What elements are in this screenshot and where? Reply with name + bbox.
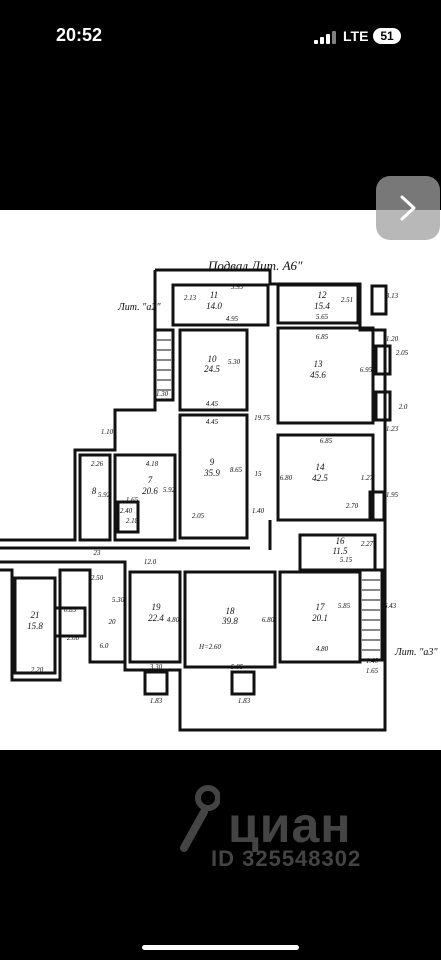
room-num: 13 (314, 359, 324, 369)
status-time: 20:52 (56, 25, 103, 45)
dimension-label: 2.08 (67, 634, 80, 642)
battery-indicator: 51 (373, 28, 401, 44)
dimension-label: 4.95 (226, 315, 239, 323)
dimension-label: 6.43 (384, 602, 397, 610)
room-area: 22.4 (148, 613, 164, 623)
dimension-label: 3.13 (385, 292, 399, 300)
dimension-label: 2.20 (31, 666, 44, 674)
dimension-label: 5.93 (231, 283, 244, 291)
plan-title: Подвал Лит. А6" (207, 258, 303, 273)
room-num: 19 (152, 602, 162, 612)
room-area: 35.9 (203, 468, 220, 478)
dimension-label: 0.83 (64, 606, 77, 614)
dimension-label: 5.30 (228, 358, 241, 366)
dimension-label: 5.92 (98, 491, 111, 499)
dimension-label: 1.83 (238, 697, 251, 705)
room-num: 9 (210, 457, 215, 467)
room-area: 11.5 (332, 546, 348, 556)
room-num: 12 (318, 290, 328, 300)
dimension-label: 6.85 (316, 333, 329, 341)
signal-bars-icon (314, 30, 336, 44)
dimension-label: 4.45 (206, 400, 219, 408)
dimension-label: 2.50 (91, 574, 104, 582)
dimension-label: 1.27 (361, 474, 374, 482)
dimension-label: 19.75 (254, 414, 270, 422)
dimension-label: 1.30 (156, 390, 169, 398)
floor-plan-photo[interactable]: Подвал Лит. А6" Лит. "а2" Лит. "а3" 11 1… (0, 210, 441, 750)
dimension-label: 1.20 (386, 335, 399, 343)
room-area: 20.1 (312, 613, 328, 623)
dimension-label: 2.51 (341, 296, 353, 304)
dimension-label: 2.05 (396, 349, 409, 357)
room-area: 45.6 (310, 370, 326, 380)
dimension-label: 5.15 (340, 556, 353, 564)
dimension-label: 2.70 (346, 502, 359, 510)
dimension-label: 6.0 (100, 642, 109, 650)
room-area: 15.4 (314, 301, 330, 311)
dimension-label: 2.18 (126, 517, 139, 525)
room-area: 14.0 (206, 301, 222, 311)
room-num: 7 (148, 475, 153, 485)
dimension-label: 1.83 (150, 697, 163, 705)
dimension-label: 5.30 (112, 596, 125, 604)
cian-watermark: циан ID 325548302 (176, 770, 416, 880)
dimension-label: 1.65 (126, 496, 139, 504)
location-pin-icon (180, 785, 220, 852)
dimension-label: 6.80 (262, 616, 275, 624)
dimension-label: 15 (255, 470, 263, 478)
room-num: 17 (316, 602, 326, 612)
dimension-label: 5.85 (338, 602, 351, 610)
dimension-label: 4.18 (146, 460, 159, 468)
dimension-label: 2.27 (361, 540, 374, 548)
room-area: 24.5 (204, 364, 220, 374)
dimension-label: 2.40 (120, 507, 133, 515)
dimension-label: 6.95 (360, 366, 373, 374)
lit-label-a3: Лит. "а3" (394, 647, 438, 658)
dimension-label: 4.80 (316, 645, 329, 653)
room-area: 20.6 (142, 486, 158, 496)
dimension-label: 5.85 (231, 663, 244, 671)
room-num: 14 (316, 462, 326, 472)
room-num: 8 (92, 486, 97, 496)
status-bar: 20:52 LTE 51 (0, 0, 441, 72)
dimension-label: 1.65 (366, 667, 379, 675)
dimension-label: 3.30 (149, 663, 163, 671)
dimension-label: 6.85 (320, 437, 333, 445)
home-indicator[interactable] (142, 945, 299, 950)
floor-plan: Подвал Лит. А6" Лит. "а2" Лит. "а3" 11 1… (0, 258, 438, 732)
dimension-label: 2.0 (399, 403, 408, 411)
dimension-label: 23 (94, 549, 102, 557)
dimension-label: 4.45 (206, 418, 219, 426)
watermark-brand: циан (228, 797, 352, 853)
room-num: 21 (31, 610, 40, 620)
dimension-label: 4.80 (167, 616, 180, 624)
lit-label-a2: Лит. "а2" (117, 302, 161, 313)
dimension-label: 8.65 (230, 466, 243, 474)
room-num: 11 (210, 290, 218, 300)
dimension-label: H=2.60 (198, 643, 222, 651)
room-area: 42.5 (312, 473, 328, 483)
dimension-label: 20 (109, 618, 117, 626)
dimension-label: 1.95 (386, 491, 399, 499)
room-area: 39.8 (221, 616, 238, 626)
room-num: 18 (226, 606, 236, 616)
room-num: 10 (208, 354, 218, 364)
network-type: LTE (343, 28, 369, 44)
dimension-label: 1.23 (386, 425, 399, 433)
dimension-label: 12.0 (144, 558, 157, 566)
room-area: 15.8 (27, 621, 43, 631)
dimension-label: 1.40 (252, 507, 265, 515)
watermark-listing-id: ID 325548302 (211, 846, 362, 871)
next-photo-button[interactable] (376, 176, 440, 240)
room-num: 16 (336, 536, 346, 546)
chevron-right-icon (400, 195, 416, 221)
dimension-label: 2.26 (91, 460, 104, 468)
dimension-label: 5.65 (316, 313, 329, 321)
dimension-label: 1.40 (366, 657, 379, 665)
dimension-label: 6.80 (280, 474, 293, 482)
dimension-label: 2.13 (184, 294, 197, 302)
dimension-label: 2.05 (192, 512, 205, 520)
dimension-label: 5.92 (163, 486, 176, 494)
dimension-label: 1.10 (101, 428, 114, 436)
